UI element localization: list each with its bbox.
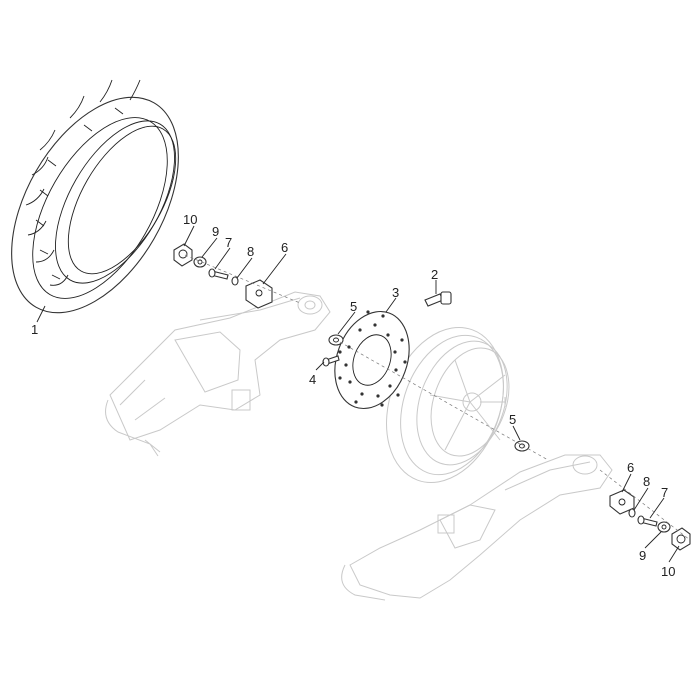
callout-valve: 2 xyxy=(431,267,438,282)
washer-lower xyxy=(514,440,530,452)
callout-disc-screw: 4 xyxy=(309,372,316,387)
axle-assembly-axis xyxy=(339,341,549,461)
lower-swing-arm xyxy=(341,454,613,601)
callout-washer-upper: 5 xyxy=(350,299,357,314)
callout-bolt-lower: 7 xyxy=(661,485,668,500)
ring-upper xyxy=(231,276,239,286)
washer9-lower xyxy=(657,521,671,533)
tyre xyxy=(11,79,179,314)
bolt-upper xyxy=(208,268,229,280)
valve xyxy=(424,291,452,307)
callout-washer-lower: 5 xyxy=(509,412,516,427)
callout-ring-upper: 8 xyxy=(247,244,254,259)
callout-labels: 1 2 3 4 5 5 6 6 7 7 8 8 9 9 10 10 xyxy=(31,212,675,579)
callout-brake-disc: 3 xyxy=(392,285,399,300)
leader-lines xyxy=(36,225,680,563)
callout-spacer-upper: 6 xyxy=(281,240,288,255)
bolt-lower xyxy=(637,515,658,527)
callout-washer9-upper: 9 xyxy=(212,224,219,239)
spacer-upper xyxy=(245,279,273,309)
spacer-lower xyxy=(609,489,635,515)
washer-upper xyxy=(328,334,344,346)
disc-screw xyxy=(322,355,340,367)
callout-nut-lower: 10 xyxy=(661,564,675,579)
nut-lower xyxy=(671,527,691,551)
callout-tyre: 1 xyxy=(31,322,38,337)
callout-ring-lower: 8 xyxy=(643,474,650,489)
washer9-upper xyxy=(193,256,207,268)
callout-nut-upper: 10 xyxy=(183,212,197,227)
callout-bolt-upper: 7 xyxy=(225,235,232,250)
upper-assembly-axis xyxy=(184,254,301,304)
nut-upper xyxy=(173,243,193,267)
upper-swing-arm xyxy=(105,291,331,457)
callout-washer9-lower: 9 xyxy=(639,548,646,563)
lower-assembly-axis xyxy=(599,469,691,541)
callout-spacer-lower: 6 xyxy=(627,460,634,475)
wheel-rim xyxy=(386,327,510,483)
ring-lower xyxy=(628,508,636,518)
